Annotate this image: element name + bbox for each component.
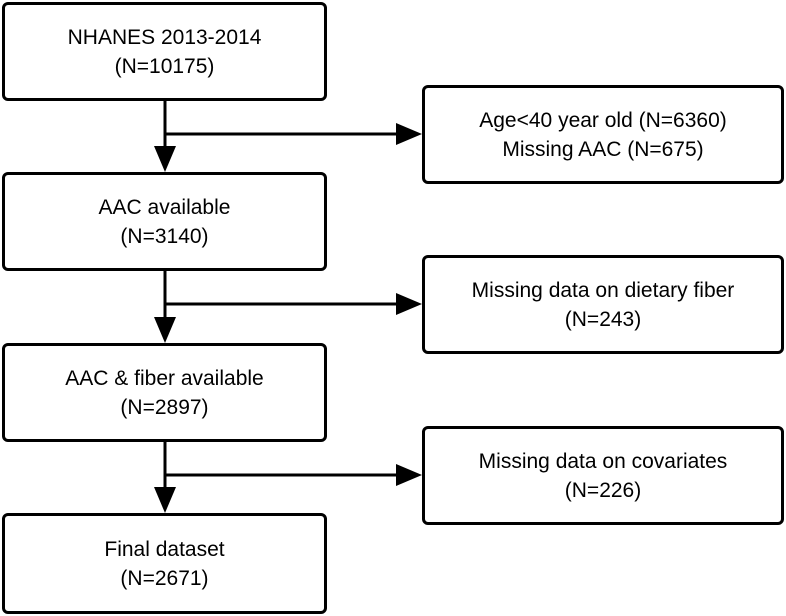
step-title: AAC & fiber available: [65, 366, 264, 390]
step-title: AAC available: [98, 195, 231, 219]
step-title: Final dataset: [104, 537, 225, 561]
step-box-aac-available: AAC available (N=3140): [2, 172, 327, 271]
step-count: (N=2671): [120, 566, 209, 590]
exclusion-line: Missing data on covariates: [478, 449, 728, 473]
step-count: (N=10175): [114, 54, 215, 78]
down-arrow-1: [154, 101, 176, 172]
down-arrow-2: [154, 271, 176, 343]
step-title: NHANES 2013-2014: [67, 25, 262, 49]
step-box-aac-fiber-available: AAC & fiber available (N=2897): [2, 343, 327, 442]
step-box-final-dataset: Final dataset (N=2671): [2, 513, 327, 614]
exclusion-count: (N=243): [564, 307, 642, 331]
exclusion-box-dietary-fiber: Missing data on dietary fiber (N=243): [422, 255, 784, 354]
exclusion-box-covariates: Missing data on covariates (N=226): [422, 426, 784, 525]
right-arrow-3: [165, 464, 422, 486]
exclusion-count: (N=226): [564, 478, 642, 502]
step-box-nhanes: NHANES 2013-2014 (N=10175): [2, 2, 327, 101]
step-count: (N=3140): [120, 224, 209, 248]
exclusion-line: Age<40 year old (N=6360): [479, 108, 727, 132]
right-arrow-2: [165, 293, 422, 315]
exclusion-line: Missing data on dietary fiber: [471, 278, 735, 302]
exclusion-line: Missing AAC (N=675): [502, 137, 704, 161]
down-arrow-3: [154, 442, 176, 513]
right-arrow-1: [165, 123, 422, 145]
step-count: (N=2897): [120, 395, 209, 419]
exclusion-box-age-aac: Age<40 year old (N=6360) Missing AAC (N=…: [422, 85, 784, 184]
